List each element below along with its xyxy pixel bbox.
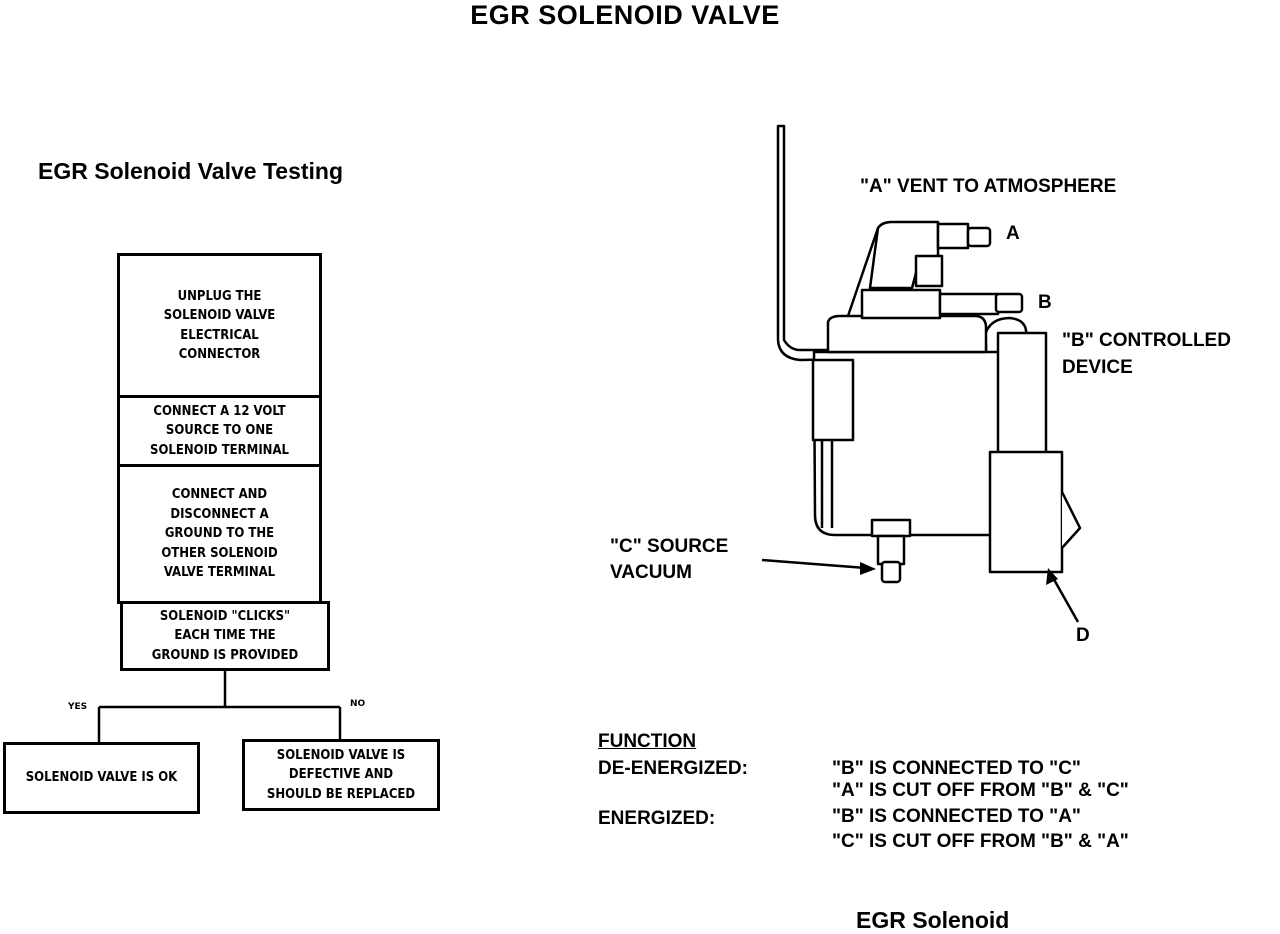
valve-cap	[826, 314, 988, 354]
deenergized-line-2: "A" IS CUT OFF FROM "B" & "C"	[832, 780, 1129, 801]
connector-latch	[1060, 491, 1082, 549]
port-b-base	[860, 288, 942, 320]
connector-body	[996, 331, 1048, 457]
flow-step-ground: CONNECT AND DISCONNECT A GROUND TO THE O…	[117, 464, 322, 604]
branch-no-label: NO	[350, 699, 366, 709]
connector-plug	[988, 450, 1064, 574]
port-a-riser	[914, 254, 944, 288]
label-port-b: B	[1038, 292, 1052, 313]
label-controlled: "B" CONTROLLED	[1062, 330, 1231, 351]
port-c-base	[870, 518, 912, 538]
arrowhead-d	[1046, 568, 1058, 585]
arrowhead-c	[860, 562, 876, 575]
deenergized-label: DE-ENERGIZED:	[598, 758, 748, 779]
port-c-neck	[876, 534, 906, 566]
port-a-nipple	[966, 226, 992, 248]
branch-yes-label: YES	[68, 702, 88, 712]
result-defective-box: SOLENOID VALVE IS DEFECTIVE AND SHOULD B…	[242, 739, 440, 811]
label-device: DEVICE	[1062, 357, 1133, 378]
leader-d	[1050, 575, 1080, 623]
label-port-a: A	[1006, 223, 1020, 244]
label-vacuum: VACUUM	[610, 562, 692, 583]
terminal-lug	[811, 358, 855, 442]
connector-hook	[984, 316, 1028, 337]
energized-label: ENERGIZED:	[598, 808, 716, 829]
port-a-neck	[936, 222, 970, 250]
energized-line-2: "C" IS CUT OFF FROM "B" & "A"	[832, 831, 1129, 852]
flowchart-title: EGR Solenoid Valve Testing	[38, 158, 344, 184]
support-strut	[846, 227, 880, 317]
page-title: EGR SOLENOID VALVE	[470, 0, 780, 30]
flow-step-connect-12v: CONNECT A 12 VOLT SOURCE TO ONE SOLENOID…	[117, 395, 322, 467]
port-b-nipple	[994, 292, 1024, 314]
result-ok-box: SOLENOID VALVE IS OK	[3, 742, 200, 814]
energized-line-1: "B" IS CONNECTED TO "A"	[832, 806, 1081, 827]
flow-step-clicks: SOLENOID "CLICKS" EACH TIME THE GROUND I…	[120, 601, 330, 671]
label-source: "C" SOURCE	[610, 536, 729, 557]
label-vent: "A" VENT TO ATMOSPHERE	[860, 176, 1117, 197]
diagram-caption: EGR Solenoid	[856, 907, 1010, 933]
function-heading: FUNCTION	[598, 731, 697, 752]
leader-c	[761, 558, 867, 570]
deenergized-line-1: "B" IS CONNECTED TO "C"	[832, 758, 1081, 779]
port-c-nipple	[880, 560, 902, 584]
label-d: D	[1076, 625, 1090, 646]
port-b-neck	[938, 292, 1000, 316]
